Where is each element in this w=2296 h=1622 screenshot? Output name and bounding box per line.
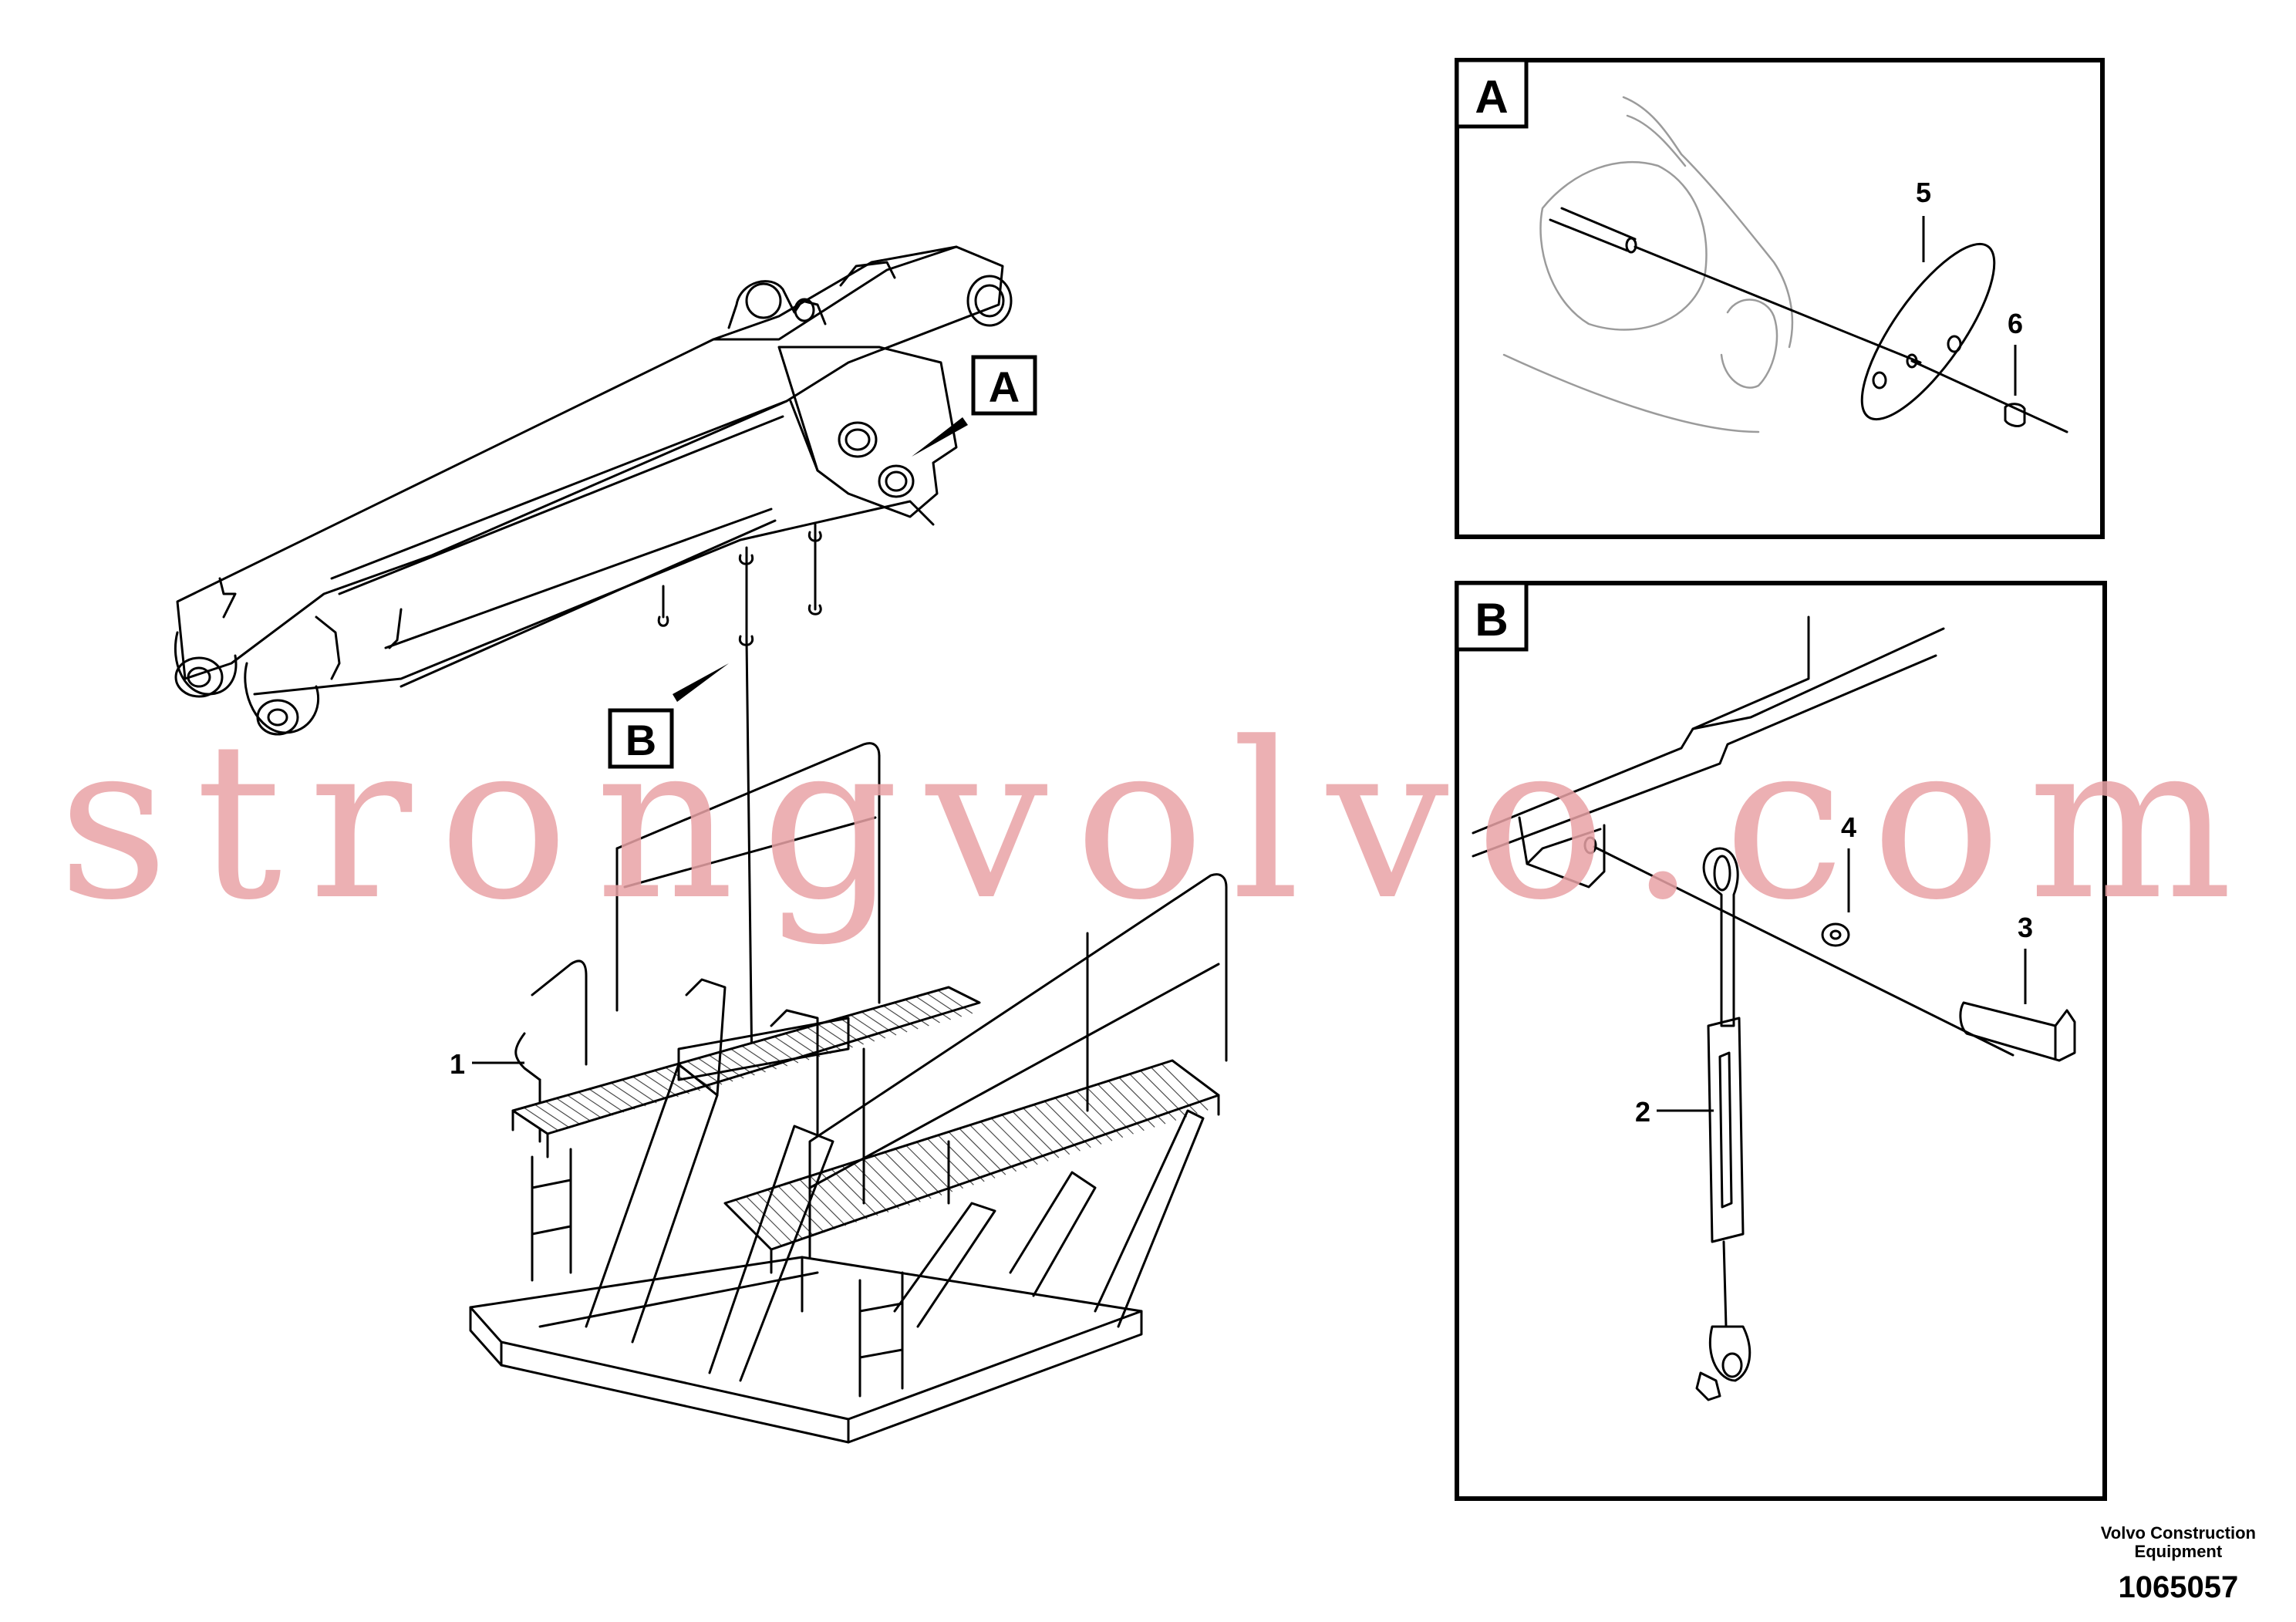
part-5-label: 5: [1916, 177, 1931, 208]
watermark-text: strongvolvo.com: [58, 696, 2233, 948]
brand-line-1: Volvo Construction: [2100, 1523, 2256, 1543]
brand-line-2: Equipment: [2134, 1542, 2223, 1561]
callout-a: A: [912, 355, 1037, 457]
callout-b-label: B: [625, 716, 656, 764]
footer-block: Volvo Construction Equipment 1065057: [2101, 1524, 2256, 1605]
part-6-label: 6: [2008, 308, 2023, 339]
part-4-label: 4: [1841, 811, 1856, 843]
detail-panel-b: B 4 3 2: [1455, 581, 2107, 1501]
panel-a-title: A: [1475, 71, 1508, 123]
diagram-number: 1065057: [2118, 1570, 2239, 1604]
part-1-label: 1: [450, 1048, 465, 1080]
lifting-line: [745, 639, 754, 1073]
part-3-label: 3: [2018, 912, 2033, 943]
callout-a-label: A: [989, 363, 1020, 411]
part-1-callout: 1: [450, 1048, 524, 1080]
boom-arm-drawing: [174, 245, 1013, 736]
detail-panel-a: A 5 6: [1455, 58, 2105, 539]
callout-b: B: [608, 663, 729, 769]
part-2-label: 2: [1635, 1096, 1650, 1128]
deck-grating: [523, 990, 1209, 1247]
panel-b-title: B: [1475, 594, 1508, 646]
